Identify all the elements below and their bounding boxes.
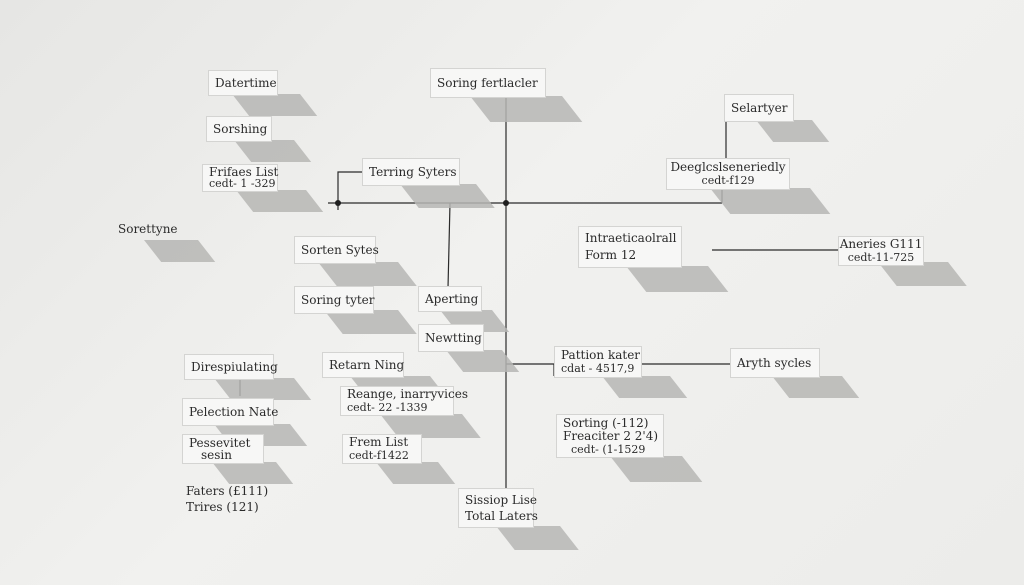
node-newtting: Newtting xyxy=(418,324,484,352)
node-soring-fertlacler-line-1: Soring fertlacler xyxy=(437,75,538,90)
node-sorettyne: Sorettyne xyxy=(112,216,182,242)
node-faters-trires-line-1: Faters (£111) xyxy=(186,484,269,498)
node-pattion-kater: Pattion kater cdat - 4517,9 xyxy=(554,346,642,378)
node-frem-list: Frem List cedt-f1422 xyxy=(342,434,422,464)
node-sorting: Sorting (-112) Freaciter 2 2'4) cedt- (1… xyxy=(556,414,664,458)
node-faters-trires-line-2: Trires (121) xyxy=(186,500,259,514)
node-datertime-line-1: Datertime xyxy=(215,75,277,90)
node-aryth-sycles-line-1: Aryth sycles xyxy=(737,355,812,370)
junction-dot-center xyxy=(503,200,509,206)
node-frem-list-line-1: Frem List xyxy=(349,435,409,449)
node-pattion-kater-line-1: Pattion kater xyxy=(561,348,641,362)
node-terring-syters: Terring Syters xyxy=(362,158,460,186)
node-soring-tyter: Soring tyter xyxy=(294,286,375,314)
node-frem-list-line-2: cedt-f1422 xyxy=(349,449,409,462)
node-sorten-sytes-line-1: Sorten Sytes xyxy=(301,242,379,257)
node-sorting-line-3: cedt- (1-1529 xyxy=(571,442,646,456)
node-pessevitet: Pessevitet sesin xyxy=(182,434,264,464)
node-aneries-line-1: Aneries G111 xyxy=(839,237,923,251)
node-pessevitet-line-2: sesin xyxy=(201,448,232,462)
node-intraeticaolrall-line-2: Form 12 xyxy=(585,248,637,262)
node-soring-tyter-line-1: Soring tyter xyxy=(301,292,375,307)
node-pelection-nate-line-1: Pelection Nate xyxy=(189,404,279,419)
node-sorshing-line-1: Sorshing xyxy=(213,121,268,136)
node-sorting-line-1: Sorting (-112) xyxy=(563,415,649,430)
node-aperting: Aperting xyxy=(418,286,482,312)
node-reange-inarryvices: Reange, inarryvices cedt- 22 -1339 xyxy=(340,386,469,416)
node-datertime: Datertime xyxy=(208,70,278,96)
node-selartyer: Selartyer xyxy=(724,94,794,122)
aperting-connector xyxy=(447,202,451,289)
node-pessevitet-line-1: Pessevitet xyxy=(189,436,251,450)
node-sorshing: Sorshing xyxy=(206,116,272,142)
node-sissiop-lise-line-2: Total Laters xyxy=(465,509,538,523)
node-sissiop-lise-line-1: Sissiop Lise xyxy=(465,493,537,507)
node-intraeticaolrall: Intraeticaolrall Form 12 xyxy=(578,226,682,268)
node-reange-inarryvices-line-2: cedt- 22 -1339 xyxy=(347,401,428,414)
node-retarn-ning-line-1: Retarn Ning xyxy=(329,357,405,372)
node-sissiop-lise: Sissiop Lise Total Laters xyxy=(458,488,538,528)
node-aneries-line-2: cedt-11-725 xyxy=(847,251,915,264)
node-sorting-line-2: Freaciter 2 2'4) xyxy=(563,428,659,443)
node-selartyer-line-1: Selartyer xyxy=(731,100,788,115)
node-soring-fertlacler: Soring fertlacler xyxy=(430,68,546,98)
node-sorten-sytes: Sorten Sytes xyxy=(294,236,379,264)
node-pattion-kater-line-2: cdat - 4517,9 xyxy=(561,362,635,375)
node-terring-syters-line-1: Terring Syters xyxy=(369,164,457,179)
terring-connector xyxy=(337,171,362,203)
node-aneries: Aneries G111 cedt-11-725 xyxy=(838,236,924,266)
node-retarn-ning: Retarn Ning xyxy=(322,352,404,378)
node-frifaes-list-line-2: cedt- 1 -329 xyxy=(209,177,276,190)
node-faters-trires: Faters (£111) Trires (121) xyxy=(180,482,270,516)
junction-dot-left xyxy=(335,200,341,206)
node-reange-inarryvices-line-1: Reange, inarryvices xyxy=(347,387,469,401)
node-pelection-nate: Pelection Nate xyxy=(182,398,279,426)
node-intraeticaolrall-line-1: Intraeticaolrall xyxy=(585,231,677,245)
node-direspiulating: Direspiulating xyxy=(184,354,278,380)
node-aperting-line-1: Aperting xyxy=(425,291,479,306)
node-frifaes-list: Frifaes List cedt- 1 -329 xyxy=(202,164,278,192)
node-deeglcslseneriedly: Deeglcslseneriedly cedt-f129 xyxy=(666,158,790,190)
node-aryth-sycles: Aryth sycles xyxy=(730,348,820,378)
node-sorettyne-line-1: Sorettyne xyxy=(118,221,178,236)
node-direspiulating-line-1: Direspiulating xyxy=(191,359,278,374)
node-deeglcslseneriedly-line-2: cedt-f129 xyxy=(701,174,755,187)
node-frifaes-list-line-1: Frifaes List xyxy=(209,165,279,179)
node-newtting-line-1: Newtting xyxy=(425,330,482,345)
node-deeglcslseneriedly-line-1: Deeglcslseneriedly xyxy=(670,160,786,174)
